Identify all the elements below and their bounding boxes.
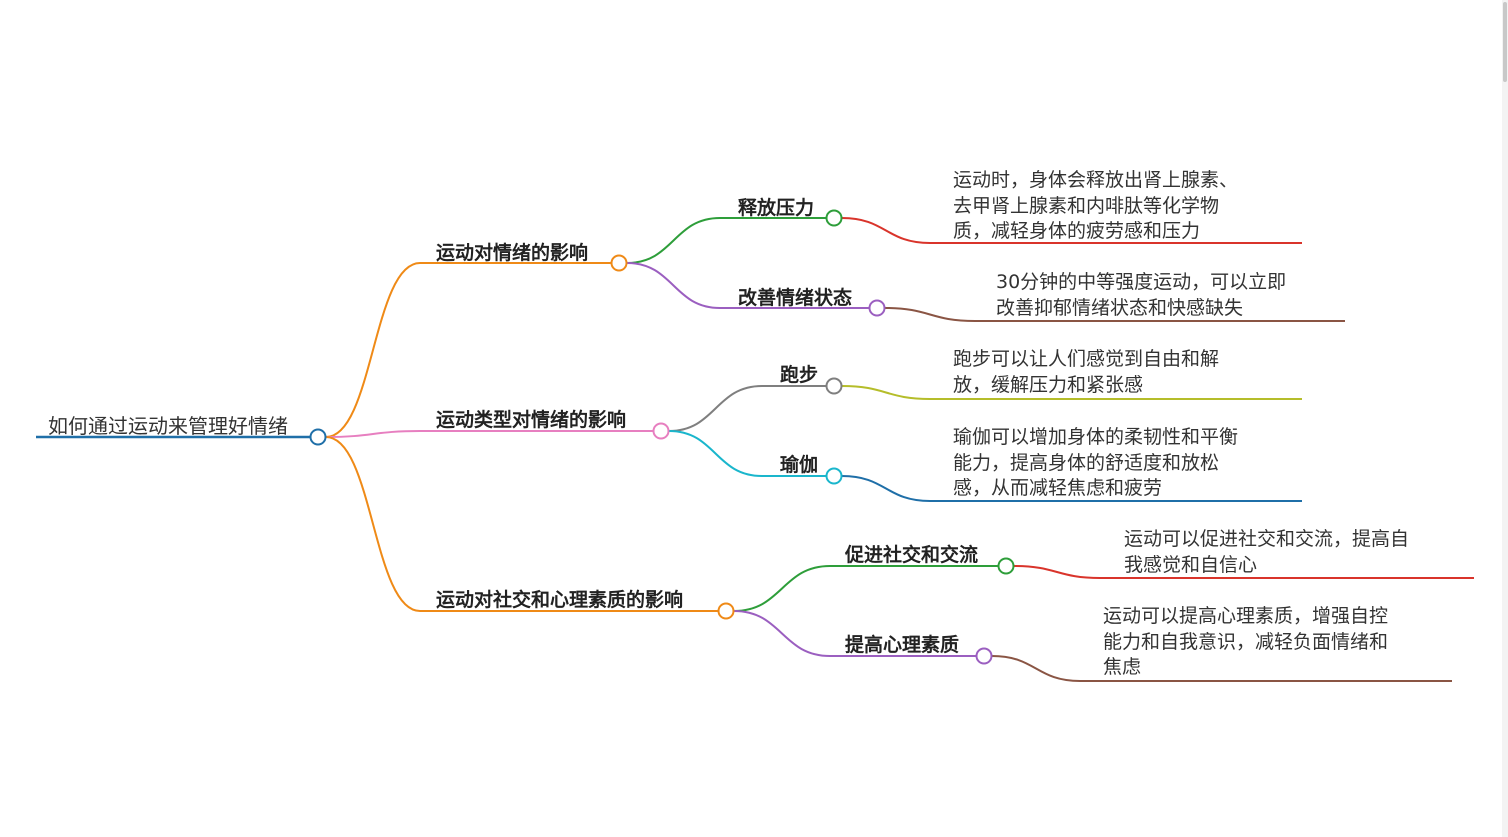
topic-social-psych-effect[interactable]: 运动对社交和心理素质的影响: [436, 589, 684, 611]
leaf-line: 瑜伽可以增加身体的柔韧性和平衡: [953, 426, 1239, 448]
leaf-running[interactable]: 跑步可以让人们感觉到自由和解 放，缓解压力和紧张感: [953, 347, 1219, 398]
connector-sub-leaf-2-0: [1013, 565, 1101, 579]
vertical-scrollbar[interactable]: [1502, 0, 1508, 837]
leaf-line: 焦虑: [1103, 656, 1142, 678]
root-topic[interactable]: 如何通过运动来管理好情绪: [48, 414, 288, 438]
subtopic-promote-social[interactable]: 促进社交和交流: [845, 544, 979, 566]
connector-sub-leaf-1-1: [841, 475, 931, 502]
connector-branch-sub-1-0: [668, 385, 763, 432]
leaf-line: 我感觉和自信心: [1124, 553, 1258, 576]
subtopic-yoga[interactable]: 瑜伽: [780, 454, 819, 476]
topic-exercise-effect-on-emotion[interactable]: 运动对情绪的影响: [436, 242, 589, 264]
connector-sub-leaf-0-1: [884, 307, 976, 322]
leaf-line: 质，减轻身体的疲劳感和压力: [953, 220, 1201, 242]
connector-sub-leaf-1-0: [841, 385, 931, 400]
leaf-line: 运动可以促进社交和交流，提高自: [1124, 528, 1410, 550]
collapse-toggle-icon[interactable]: [825, 209, 843, 227]
collapse-toggle-icon[interactable]: [610, 254, 628, 272]
subtopic-psych-quality[interactable]: 提高心理素质: [845, 634, 960, 656]
leaf-line: 感，从而减轻焦虑和疲劳: [953, 477, 1163, 499]
connector-root-branch-2: [325, 436, 421, 612]
collapse-toggle-icon[interactable]: [309, 428, 327, 446]
leaf-line: 能力，提高身体的舒适度和放松: [953, 451, 1220, 474]
leaf-line: 30分钟的中等强度运动，可以立即: [996, 271, 1287, 293]
leaf-line: 运动可以提高心理素质，增强自控: [1103, 605, 1389, 627]
connector-sub-leaf-0-0: [841, 217, 931, 244]
leaf-yoga[interactable]: 瑜伽可以增加身体的柔韧性和平衡 能力，提高身体的舒适度和放松 感，从而减轻焦虑和…: [953, 425, 1238, 502]
collapse-toggle-icon[interactable]: [825, 467, 843, 485]
subtopic-running[interactable]: 跑步: [780, 364, 819, 386]
leaf-line: 放，缓解压力和紧张感: [953, 373, 1144, 396]
collapse-toggle-icon[interactable]: [975, 647, 993, 665]
leaf-psych-quality[interactable]: 运动可以提高心理素质，增强自控 能力和自我意识，减轻负面情绪和 焦虑: [1103, 604, 1388, 681]
leaf-line: 运动时，身体会释放出肾上腺素、: [953, 169, 1239, 191]
leaf-line: 跑步可以让人们感觉到自由和解: [953, 348, 1220, 370]
collapse-toggle-icon[interactable]: [825, 377, 843, 395]
connector-branch-sub-2-1: [733, 610, 831, 657]
leaf-improve-mood[interactable]: 30分钟的中等强度运动，可以立即 改善抑郁情绪状态和快感缺失: [996, 270, 1286, 321]
leaf-line: 去甲肾上腺素和内啡肽等化学物: [953, 194, 1220, 217]
leaf-release-stress[interactable]: 运动时，身体会释放出肾上腺素、 去甲肾上腺素和内啡肽等化学物 质，减轻身体的疲劳…: [953, 168, 1238, 245]
connector-root-branch-0: [325, 262, 421, 438]
leaf-line: 改善抑郁情绪状态和快感缺失: [996, 296, 1244, 319]
collapse-toggle-icon[interactable]: [997, 557, 1015, 575]
topic-exercise-type-effect[interactable]: 运动类型对情绪的影响: [436, 409, 627, 431]
collapse-toggle-icon[interactable]: [717, 602, 735, 620]
leaf-line: 能力和自我意识，减轻负面情绪和: [1103, 630, 1389, 653]
connector-branch-sub-0-1: [626, 262, 721, 309]
subtopic-improve-mood[interactable]: 改善情绪状态: [738, 287, 853, 309]
connector-branch-sub-0-0: [626, 217, 721, 264]
leaf-promote-social[interactable]: 运动可以促进社交和交流，提高自 我感觉和自信心: [1124, 527, 1409, 578]
connector-root-branch-1: [325, 430, 421, 438]
connector-branch-sub-2-0: [733, 565, 831, 612]
connector-sub-leaf-2-1: [991, 655, 1081, 682]
subtopic-release-stress[interactable]: 释放压力: [738, 197, 815, 219]
collapse-toggle-icon[interactable]: [652, 422, 670, 440]
scrollbar-thumb[interactable]: [1503, 2, 1507, 82]
collapse-toggle-icon[interactable]: [868, 299, 886, 317]
connector-branch-sub-1-1: [668, 430, 763, 477]
